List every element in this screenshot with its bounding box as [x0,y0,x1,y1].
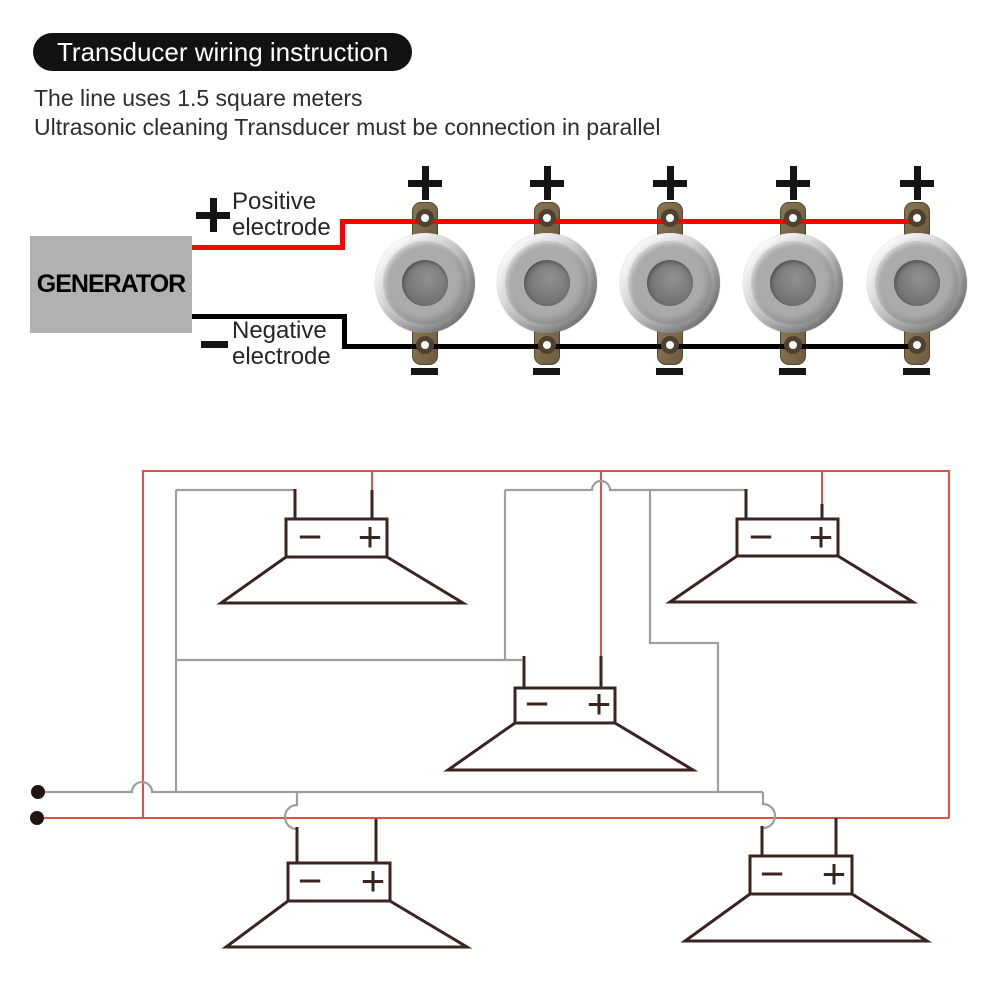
positive-word: Positive [232,188,317,215]
transducer-center [894,260,940,306]
transducer-bottom-hole [661,336,679,354]
transducer-bottom-hole [538,336,556,354]
speaker-symbol-bottom-left: − + [221,857,473,949]
minus-icon [903,368,930,375]
transducer-top-hole [538,209,556,227]
plus-icon [530,166,564,200]
schematic-positive-rails [37,470,950,819]
subtitle-line-2: Ultrasonic cleaning Transducer must be c… [34,114,661,140]
minus-icon [779,368,806,375]
transducer-top-hole [416,209,434,227]
transducer-center [524,260,570,306]
title-banner: Transducer wiring instruction [33,33,413,71]
subtitle-line-1: The line uses 1.5 square meters [34,85,363,111]
plus-icon [900,166,934,200]
speaker-plus-label: + [822,850,847,897]
transducer-center [402,260,448,306]
speaker-plus-label: + [587,680,612,727]
plus-icon [196,198,230,232]
transducer-disc [743,233,843,333]
speaker-minus-label: − [749,513,774,560]
schematic-terminal-stubs [293,489,838,863]
plus-icon [653,166,687,200]
negative-word: Negative [232,317,327,344]
positive-wire-segment [340,219,922,224]
transducer-top-hole [661,209,679,227]
transducer [620,160,720,390]
transducer-disc [375,233,475,333]
minus-icon [411,368,438,375]
positive-wire-segment [192,245,345,250]
transducer [743,160,843,390]
generator-box: GENERATOR [30,236,192,333]
speaker-symbol-top-right: − + [665,513,919,604]
negative-wire-segment [342,344,922,349]
electrode-word: electrode [232,214,331,241]
speaker-plus-label: + [809,513,834,560]
transducer-top-hole [908,209,926,227]
transducer-bottom-hole [908,336,926,354]
speaker-symbol-middle: − + [443,680,699,772]
transducer [867,160,967,390]
negative-electrode-label: Negative electrode [232,318,331,370]
positive-terminal-dot [30,811,44,825]
transducer-bottom-hole [416,336,434,354]
negative-wire-segment [342,314,347,349]
parallel-schematic: − + − + − + − + − + [30,470,950,949]
transducer-disc [620,233,720,333]
generator-label: GENERATOR [36,270,186,298]
speaker-plus-label: + [361,857,386,904]
speaker-symbol-bottom-right: − + [680,850,933,943]
positive-electrode-label: Positive electrode [232,189,331,241]
transducer [497,160,597,390]
negative-terminal-dot [31,785,45,799]
negative-wire-segment [192,314,347,319]
transducer [375,160,475,390]
minus-icon [533,368,560,375]
transducer-center [770,260,816,306]
plus-icon [408,166,442,200]
electrode-word: electrode [232,343,331,370]
transducer-top-hole [784,209,802,227]
page-title: Transducer wiring instruction [57,36,389,67]
transducer-bottom-hole [784,336,802,354]
speaker-minus-label: − [298,513,323,560]
minus-icon [656,368,683,375]
speaker-minus-label: − [525,680,550,727]
transducer-disc [867,233,967,333]
speaker-minus-label: − [298,857,323,904]
plus-icon [776,166,810,200]
positive-wire-segment [340,219,345,250]
subtitle: The line uses 1.5 square meters Ultrason… [34,84,660,142]
minus-icon [201,341,228,348]
speaker-symbol-top-left: − + [216,513,469,605]
speaker-plus-label: + [358,513,383,560]
schematic-negative-wires [38,479,777,831]
transducer-disc [497,233,597,333]
speaker-minus-label: − [760,850,785,897]
transducer-center [647,260,693,306]
